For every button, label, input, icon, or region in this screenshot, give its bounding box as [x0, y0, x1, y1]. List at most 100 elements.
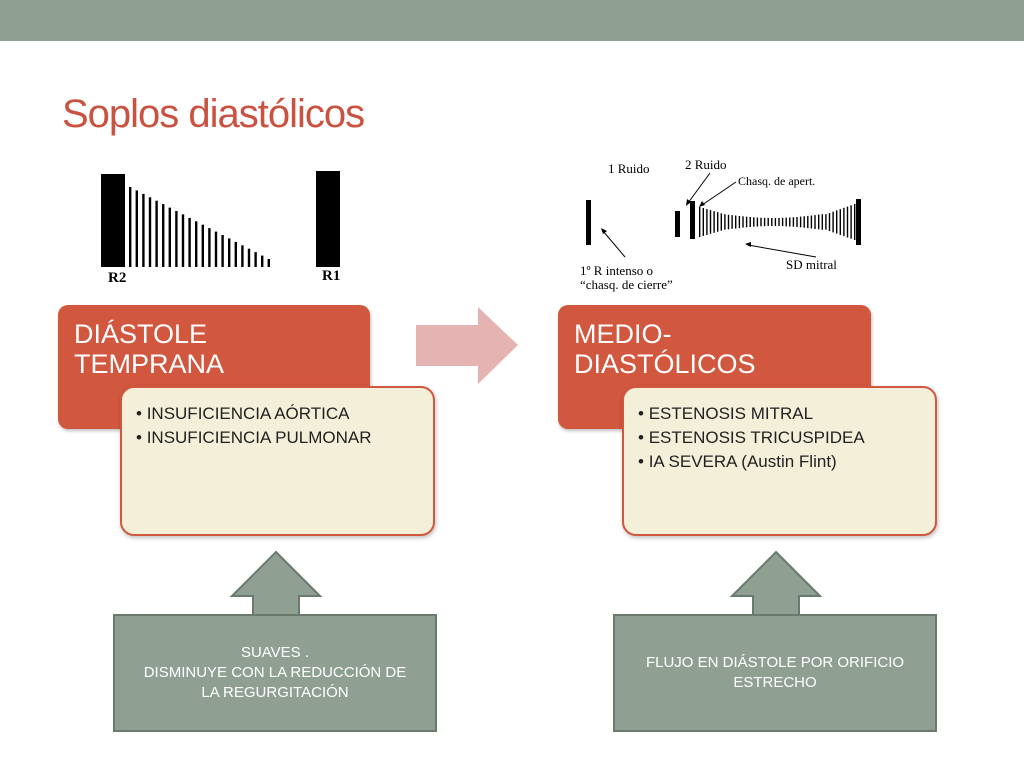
murmur-bar — [810, 215, 813, 229]
murmur-bar — [807, 215, 809, 229]
early-diastole-causes-box: INSUFICIENCIA AÓRTICA INSUFICIENCIA PULM… — [120, 386, 435, 536]
murmur-bar — [241, 245, 244, 267]
murmur-bar — [709, 210, 712, 234]
right-arrow-icon — [416, 307, 518, 384]
murmur-bar — [717, 212, 719, 232]
murmur-bar — [267, 259, 270, 267]
r1-label: R1 — [322, 268, 340, 284]
murmur-bar — [135, 190, 138, 267]
up-arrow-icon — [729, 550, 823, 617]
murmur-bar — [195, 221, 198, 267]
murmur-bar — [142, 193, 145, 267]
list-item: ESTENOSIS MITRAL — [638, 402, 921, 426]
murmur-bar — [767, 217, 769, 226]
murmur-bar — [850, 205, 852, 239]
early-diastole-heading: DIÁSTOLE TEMPRANA — [74, 319, 225, 379]
mid-diastolic-waveform: 1 Ruido 2 Ruido Chasq. de apert. SD mitr… — [580, 157, 861, 292]
murmur-bar — [749, 217, 751, 227]
murmur-bar — [234, 241, 237, 267]
up-arrow-icon — [229, 550, 323, 617]
murmur-bar — [699, 207, 701, 237]
mid-diastolic-note-text: FLUJO EN DIÁSTOLE POR ORIFICIO ESTRECHO — [645, 654, 905, 691]
murmur-bar — [753, 217, 755, 227]
opening-snap-label: Chasq. de apert. — [738, 174, 815, 188]
murmur-bar — [261, 255, 264, 267]
sd-mitral-label: SD mitral — [786, 257, 837, 272]
murmur-bar — [781, 217, 784, 227]
murmur-bar — [720, 213, 722, 231]
murmur-bar — [814, 215, 816, 229]
closing-snap-label: “chasq. de cierre” — [580, 277, 673, 292]
murmur-bar — [774, 218, 777, 226]
murmur-bar — [803, 216, 805, 228]
mid-diastolic-heading: MEDIO-DIASTÓLICOS — [574, 319, 756, 379]
list-item: INSUFICIENCIA AÓRTICA — [136, 402, 419, 426]
murmur-bar — [821, 214, 823, 230]
murmur-bar — [771, 218, 773, 226]
mid-diastolic-causes-box: ESTENOSIS MITRAL ESTENOSIS TRICUSPIDEA I… — [622, 386, 937, 536]
murmur-bar — [796, 217, 798, 228]
murmur-bar — [778, 217, 780, 226]
murmur-bar — [799, 216, 802, 228]
murmur-bar — [148, 197, 152, 267]
murmur-bar — [201, 224, 204, 267]
murmur-bar — [702, 208, 704, 236]
murmur-bar — [168, 207, 171, 267]
murmur-bar — [228, 238, 231, 267]
murmur-bar — [854, 204, 856, 240]
mid-diastolic-note: FLUJO EN DIÁSTOLE POR ORIFICIO ESTRECHO — [613, 614, 937, 732]
murmur-bar — [713, 211, 715, 233]
first-sound-label: 1 Ruido — [608, 161, 650, 176]
murmur-bar — [727, 214, 730, 230]
intense-first-sound-label: 1º R intenso o — [580, 263, 653, 278]
top-bar — [0, 0, 1024, 41]
murmur-bar — [742, 216, 744, 228]
murmur-bar — [221, 235, 224, 267]
murmur-bar — [706, 209, 708, 235]
murmur-bar — [846, 206, 849, 238]
murmur-bar — [129, 187, 132, 267]
slide-title: Soplos diastólicos — [62, 92, 365, 136]
early-diastole-note-text: SUAVES . DISMINUYE CON LA REDUCCIÓN DE L… — [143, 644, 407, 701]
mid-diastolic-causes-list: ESTENOSIS MITRAL ESTENOSIS TRICUSPIDEA I… — [638, 402, 921, 474]
first-sound-bar — [586, 200, 591, 245]
early-diastole-note: SUAVES . DISMINUYE CON LA REDUCCIÓN DE L… — [113, 614, 437, 732]
murmur-bar — [162, 204, 165, 267]
murmur-bar — [254, 252, 257, 267]
murmur-bar — [175, 211, 178, 267]
second-sound-label: 2 Ruido — [685, 157, 727, 172]
murmur-bar — [181, 214, 185, 267]
murmur-bar — [843, 207, 845, 237]
murmur-bar — [836, 210, 838, 234]
list-item: ESTENOSIS TRICUSPIDEA — [638, 426, 921, 450]
murmur-bar — [745, 216, 748, 228]
murmur-bar — [763, 217, 766, 227]
murmur-bar — [731, 215, 733, 229]
list-item: IA SEVERA (Austin Flint) — [638, 450, 921, 474]
decrescendo-murmur-bars — [129, 187, 270, 267]
murmur-bar — [828, 213, 831, 232]
murmur-bar — [188, 217, 191, 267]
r1-sound-bar — [316, 171, 340, 267]
r2-label: R2 — [108, 270, 126, 286]
murmur-bar — [738, 216, 741, 229]
early-diastolic-waveform: R2 R1 — [101, 171, 340, 286]
r2-sound-bar — [101, 174, 125, 267]
murmur-bar — [785, 217, 787, 227]
murmur-bar — [818, 214, 820, 230]
murmur-bar — [214, 231, 218, 267]
murmur-bar — [760, 217, 762, 227]
mid-diastolic-murmur-bars — [699, 204, 856, 240]
murmur-bar — [247, 248, 251, 267]
murmur-bar — [825, 214, 827, 230]
murmur-bar — [756, 217, 759, 227]
murmur-bar — [208, 228, 211, 267]
murmur-bar — [832, 211, 834, 233]
list-item: INSUFICIENCIA PULMONAR — [136, 426, 419, 450]
murmur-bar — [789, 217, 791, 227]
murmur-bar — [155, 200, 158, 267]
murmur-bar — [792, 217, 795, 227]
murmur-bar — [839, 209, 841, 235]
murmur-bar — [735, 215, 737, 229]
murmur-bar — [724, 214, 726, 230]
